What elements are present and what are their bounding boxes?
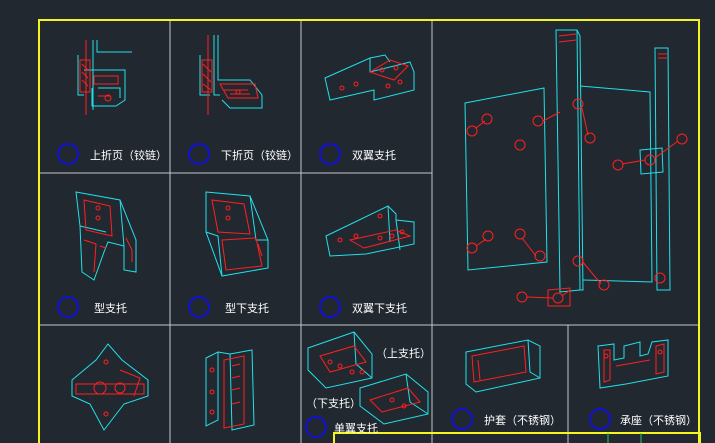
- label-lower-fold-hinge: 下折页（铰链）: [221, 149, 298, 162]
- bearing-seat-drawing: [597, 339, 669, 389]
- protective-cover-drawing: [465, 339, 541, 393]
- partition-assembly-drawing: [464, 29, 688, 307]
- callout-markers: [57, 143, 611, 438]
- label-type-bracket: 型支托: [94, 302, 127, 315]
- marker-circle: [319, 296, 341, 318]
- label-protective-cover: 护套（不锈钢）: [484, 414, 561, 427]
- label-double-ear-lower-bracket: 双翼下支托: [352, 302, 407, 315]
- marker-circle: [57, 143, 79, 165]
- marker-circle: [188, 296, 210, 318]
- marker-circle: [188, 143, 210, 165]
- drawing-frame: [38, 19, 700, 443]
- latch-drawing: [71, 343, 149, 431]
- label-upper-bracket: （上支托）: [376, 347, 431, 360]
- single-ear-bracket-drawing: [307, 331, 429, 425]
- plate-hinge-drawing: [205, 349, 255, 431]
- cell-grid: [40, 21, 698, 443]
- label-single-ear-bracket: 单翼支托: [334, 422, 378, 435]
- marker-circle: [305, 416, 327, 438]
- double-ear-bracket-drawing: [324, 54, 415, 101]
- marker-circle: [57, 296, 79, 318]
- label-double-ear-bracket: 双翼支托: [352, 149, 396, 162]
- label-upper-fold-hinge: 上折页（铰链）: [90, 149, 167, 162]
- upper-fold-hinge-drawing: [77, 40, 132, 115]
- lower-fold-hinge-drawing: [199, 35, 263, 115]
- double-ear-lower-bracket-drawing: [325, 205, 415, 257]
- label-type-lower-bracket: 型下支托: [225, 302, 269, 315]
- title-block: [333, 432, 701, 443]
- type-lower-bracket-drawing: [205, 191, 269, 277]
- label-lower-bracket: （下支托）: [306, 397, 361, 410]
- marker-circle: [319, 143, 341, 165]
- marker-circle: [451, 408, 473, 430]
- type-bracket-drawing: [75, 191, 137, 281]
- label-bearing-seat: 承座（不锈钢）: [620, 414, 697, 427]
- marker-circle: [589, 408, 611, 430]
